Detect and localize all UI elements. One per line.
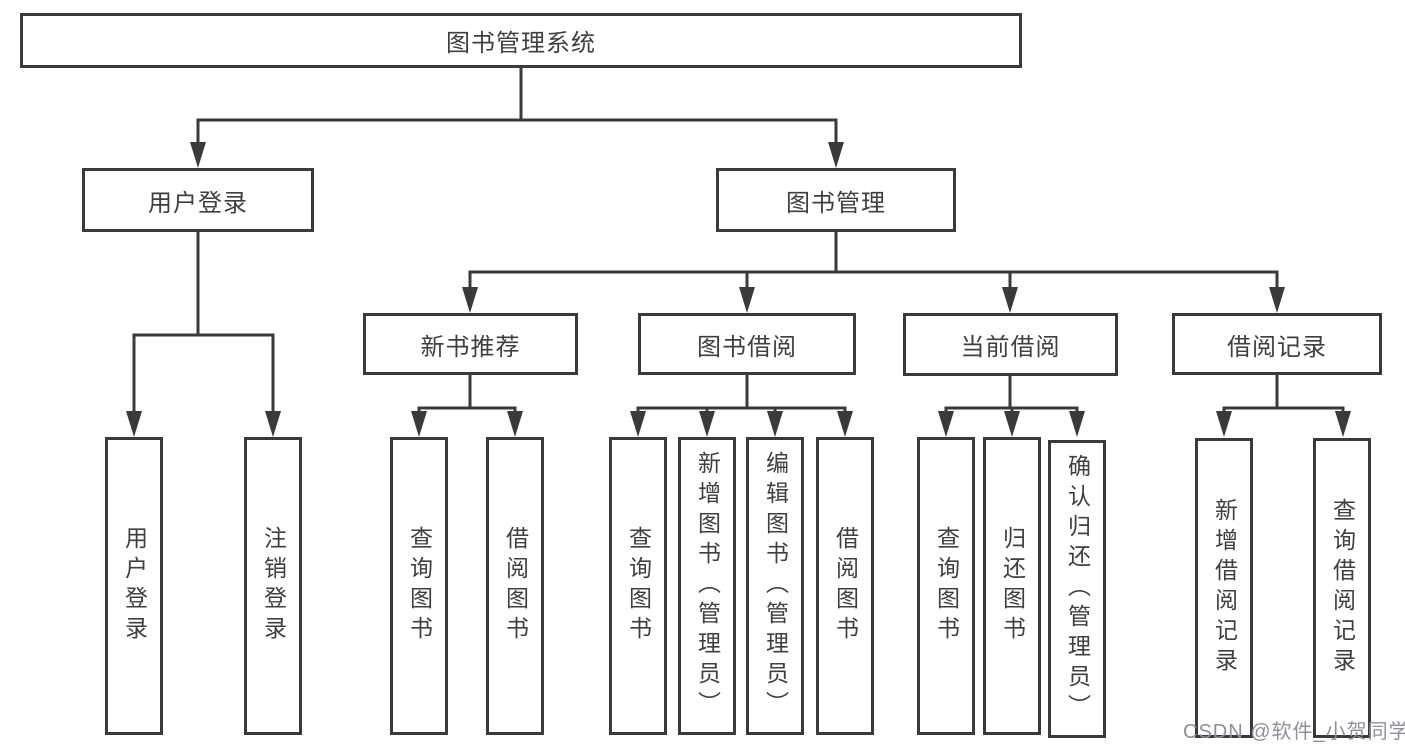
arrowheads bbox=[126, 142, 1351, 437]
leaf-borrow-book-newbook: 借阅图书 bbox=[486, 437, 544, 735]
node-root: 图书管理系统 bbox=[20, 13, 1022, 68]
leaf-query-book-current: 查询图书 bbox=[917, 437, 975, 735]
leaf-confirm-return-admin: 确认归还（管理员） bbox=[1048, 440, 1106, 738]
node-borrow-records: 借阅记录 bbox=[1172, 313, 1382, 375]
leaf-logout-login: 注销登录 bbox=[244, 437, 302, 735]
node-user-login: 用户登录 bbox=[82, 168, 314, 232]
leaf-query-book-borrow: 查询图书 bbox=[609, 437, 667, 735]
leaf-edit-book-admin: 编辑图书（管理员） bbox=[746, 437, 804, 735]
node-book-borrow: 图书借阅 bbox=[638, 313, 856, 375]
leaf-query-borrow-record: 查询借阅记录 bbox=[1313, 438, 1371, 738]
watermark: CSDN @软件_小贺同学 bbox=[1183, 721, 1405, 743]
leaf-user-login: 用户登录 bbox=[105, 437, 163, 735]
leaf-add-book-admin: 新增图书（管理员） bbox=[678, 437, 736, 735]
node-book-management: 图书管理 bbox=[716, 168, 956, 232]
leaf-query-book-newbook: 查询图书 bbox=[390, 437, 448, 735]
node-current-borrow: 当前借阅 bbox=[903, 313, 1118, 376]
leaf-add-borrow-record: 新增借阅记录 bbox=[1195, 438, 1253, 738]
leaf-borrow-book: 借阅图书 bbox=[816, 437, 874, 735]
node-new-book-recommend: 新书推荐 bbox=[363, 313, 578, 375]
leaf-return-book: 归还图书 bbox=[983, 437, 1041, 735]
